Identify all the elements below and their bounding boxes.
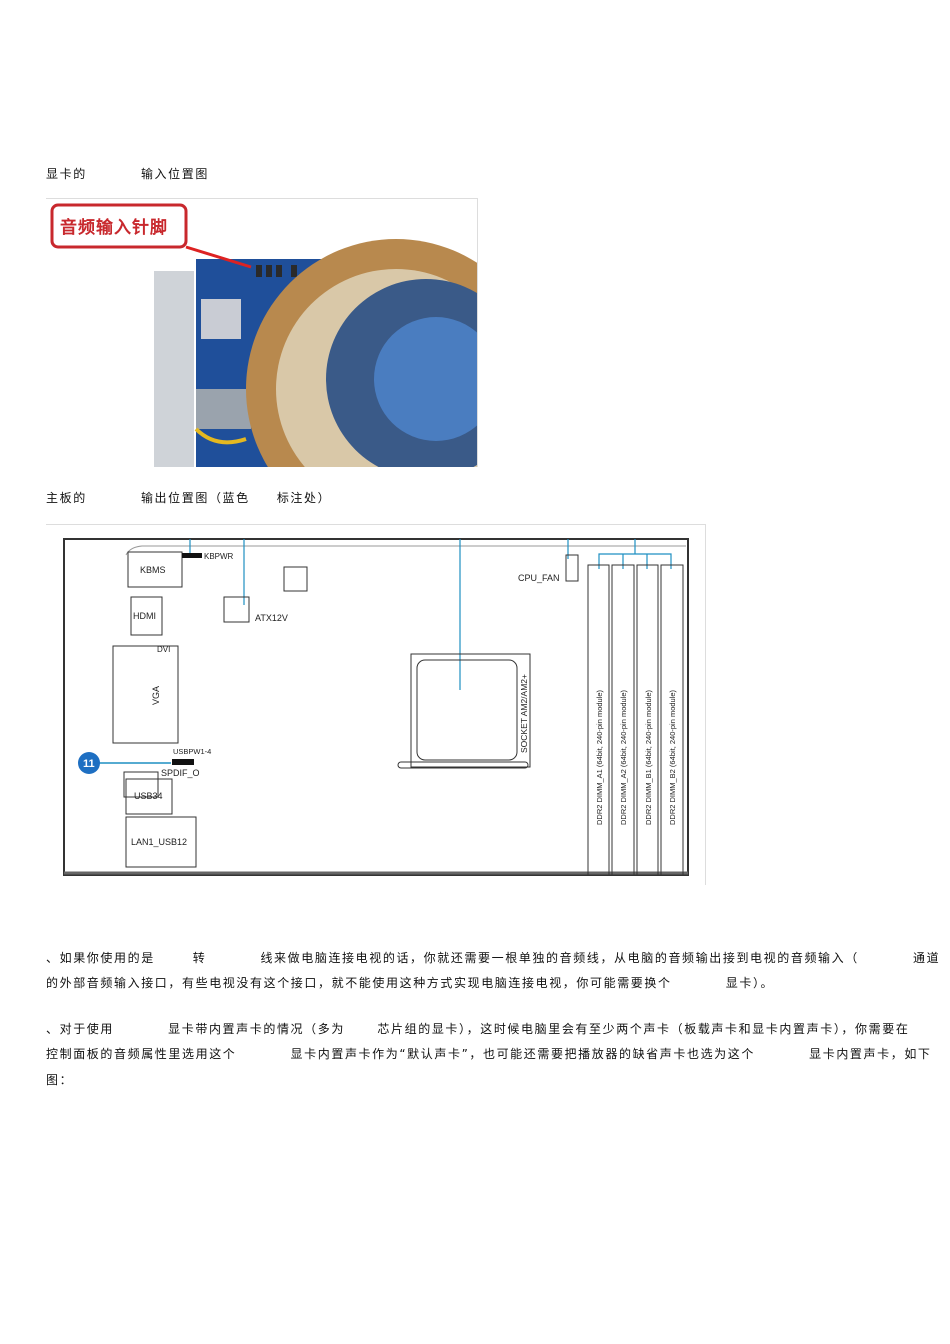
kbms-label: KBMS xyxy=(140,565,166,575)
vga-label: VGA xyxy=(151,686,161,705)
dimm-b1-label: DDR2 DIMM_B1 (64bit, 240-pin module) xyxy=(644,689,653,825)
dimm-a2-label: DDR2 DIMM_A2 (64bit, 240-pin module) xyxy=(619,689,628,825)
dimm-b2-label: DDR2 DIMM_B2 (64bit, 240-pin module) xyxy=(668,689,677,825)
atx12v-label: ATX12V xyxy=(255,613,288,623)
spdif-label: SPDIF_O xyxy=(161,768,200,778)
paragraph-2-line-2: 控制面板的音频属性里选用这个 显卡内置声卡作为“默认声卡”，也可能还需要把播放器… xyxy=(46,1047,932,1061)
paragraph-2-line-3: 图： xyxy=(46,1073,74,1087)
paragraph-2-line-1: 、对于使用 显卡带内置声卡的情况（多为 芯片组的显卡），这时候电脑里会有至少两个… xyxy=(46,1022,910,1036)
callout-badge: 11 xyxy=(83,758,95,770)
audio-input-pin-label: 音频输入针脚 xyxy=(60,218,168,238)
motherboard-diagram: 11 KBPWR KBMS HDMI DVI VGA ATX12V CPU_FA… xyxy=(46,524,706,885)
graphics-card-photo: 音频输入针脚 xyxy=(46,198,478,467)
hdmi-label: HDMI xyxy=(133,611,156,621)
cpu-fan-label: CPU_FAN xyxy=(518,573,560,583)
gpu-caption: 显卡的 输入位置图 xyxy=(46,167,209,181)
socket-label: SOCKET AM2/AM2+ xyxy=(519,674,529,753)
dvi-label: DVI xyxy=(157,645,170,654)
lan-usb-label: LAN1_USB12 xyxy=(131,837,187,847)
paragraph-1-line-1: 、如果你使用的是 转 线来做电脑连接电视的话，你就还需要一根单独的音频线，从电脑… xyxy=(46,951,941,965)
dimm-a1-label: DDR2 DIMM_A1 (64bit, 240-pin module) xyxy=(595,689,604,825)
usb34-label: USB34 xyxy=(134,791,163,801)
kbpwr-label: KBPWR xyxy=(204,552,234,561)
board-caption: 主板的 输出位置图（蓝色 标注处） xyxy=(46,491,332,505)
paragraph-1-line-2: 的外部音频输入接口，有些电视没有这个接口，就不能使用这种方式实现电脑连接电视，你… xyxy=(46,976,775,990)
usbpw-label: USBPW1-4 xyxy=(173,747,211,756)
